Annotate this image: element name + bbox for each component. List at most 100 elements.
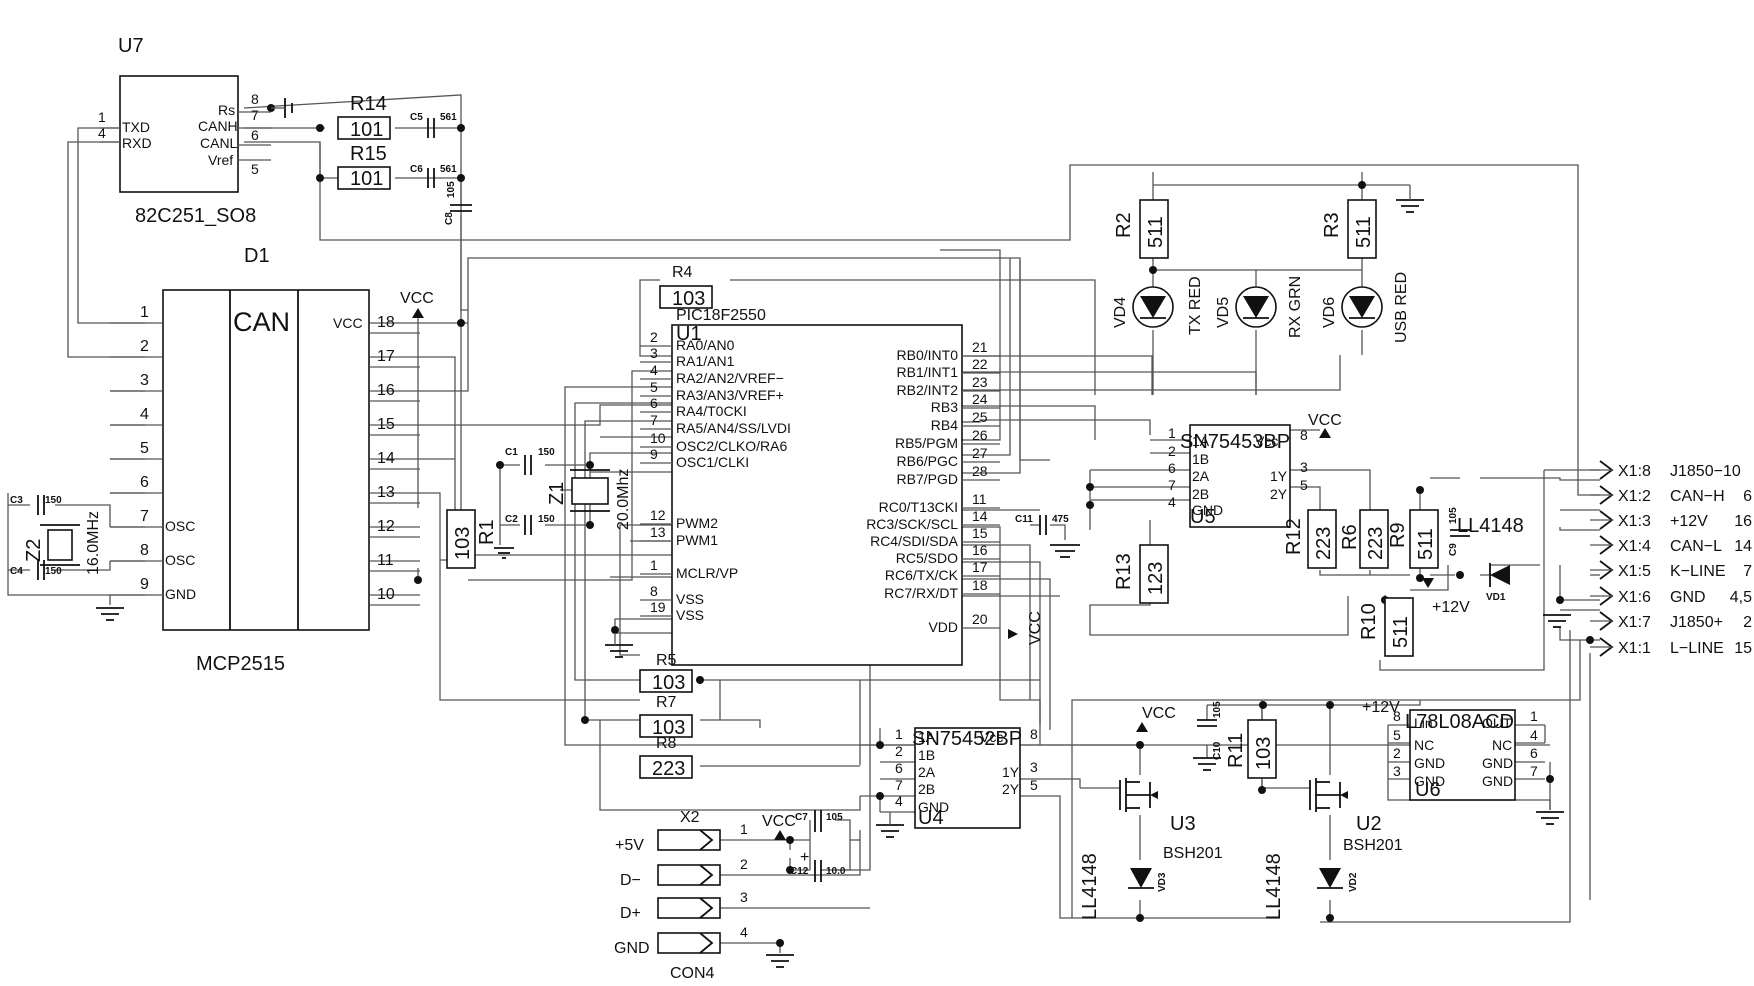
u1-pin-num: 12 (650, 507, 666, 523)
c6: C6 561 (410, 164, 457, 188)
u1-pin-name: VSS (676, 607, 704, 623)
x1-pin-name: CAN−H (1670, 488, 1725, 505)
svg-text:2Y: 2Y (1270, 486, 1288, 502)
svg-text:C6: C6 (410, 164, 423, 175)
svg-text:VD4: VD4 (1112, 297, 1129, 328)
svg-text:+5V: +5V (615, 837, 644, 854)
svg-text:103: 103 (1253, 737, 1275, 770)
svg-text:GND: GND (1482, 773, 1513, 789)
d1-ref: D1 (244, 245, 270, 267)
x1-pin-name: +12V (1670, 513, 1708, 530)
x1-pin-label: X1:3 (1618, 513, 1651, 530)
u7-transceiver: U7 82C251_SO8 Rs CANH CANL Vref TXD RXD … (98, 35, 293, 227)
u1-pin-num: 3 (650, 345, 658, 361)
svg-text:7: 7 (1530, 763, 1538, 779)
svg-text:Vcc: Vcc (980, 729, 1003, 745)
u1-pin-num: 21 (972, 339, 988, 355)
svg-text:TX RED: TX RED (1187, 276, 1204, 335)
x1-pin-label: X1:7 (1618, 614, 1651, 631)
x1-pin-name: GND (1670, 589, 1706, 606)
d1-pin-num: 10 (377, 586, 395, 603)
svg-text:5: 5 (251, 161, 259, 177)
vd2-diode: VD2 LL4148 (1263, 853, 1359, 920)
u1-pin-num: 16 (972, 542, 988, 558)
u5-part: SN75453BP (1180, 431, 1290, 453)
x1-pin-num: 7 (1743, 563, 1752, 580)
u7-pin-canh: CANH (198, 118, 238, 134)
c12: + C12 10.0 (790, 849, 846, 882)
u7-part: 82C251_SO8 (135, 205, 256, 227)
svg-text:C3: C3 (10, 495, 23, 506)
svg-text:OUT: OUT (1482, 715, 1512, 731)
svg-text:BSH201: BSH201 (1163, 845, 1223, 862)
svg-text:5: 5 (1393, 727, 1401, 743)
svg-text:2A: 2A (918, 764, 936, 780)
c11: C11 475 (1015, 514, 1080, 558)
u1-pin-name: RB5/PGM (895, 435, 958, 451)
c1: C1 150 (505, 447, 555, 475)
u1-pin-num: 8 (650, 583, 658, 599)
r1: 103 R1 (446, 509, 514, 569)
u1-pin-num: 1 (650, 557, 658, 573)
u1-pin-name: RA5/AN4/SS/LVDI (676, 420, 791, 436)
u1-pin-name: RC7/RX/DT (884, 585, 958, 601)
u1-pin-name: VDD (928, 619, 958, 635)
svg-text:RX GRN: RX GRN (1287, 276, 1304, 338)
svg-text:2A: 2A (1192, 468, 1210, 484)
u1-pin-name: RC6/TX/CK (885, 567, 959, 583)
d1-pin-num: 13 (377, 484, 395, 501)
svg-text:511: 511 (1415, 528, 1437, 560)
u1-pin-name: RA4/T0CKI (676, 403, 747, 419)
d1-pin-num: 18 (377, 314, 395, 331)
svg-text:6: 6 (251, 127, 259, 143)
x2-pin-num: 3 (740, 889, 748, 905)
u4-part: SN75452BP (912, 728, 1022, 750)
svg-text:VCC: VCC (1308, 412, 1342, 429)
svg-text:R6: R6 (1339, 524, 1361, 550)
svg-text:223: 223 (1313, 527, 1335, 560)
svg-text:561: 561 (440, 112, 457, 123)
svg-text:X2: X2 (680, 809, 700, 826)
d1-pin-num: 17 (377, 348, 395, 365)
svg-text:GND: GND (1414, 773, 1445, 789)
svg-text:6: 6 (895, 760, 903, 776)
x2-pin-num: 1 (740, 821, 748, 837)
svg-text:C7: C7 (795, 812, 808, 823)
z2-crystal: Z2 16.0MHz (23, 511, 102, 575)
svg-text:150: 150 (45, 495, 62, 506)
u1-pin-num: 20 (972, 611, 988, 627)
d1-pin-num: 15 (377, 416, 395, 433)
svg-text:1Y: 1Y (1002, 764, 1020, 780)
r12: 223 R12 (1283, 509, 1337, 569)
r10: 511 R10 (1358, 597, 1414, 657)
d1-pin-num: 9 (140, 576, 149, 593)
svg-text:6: 6 (1530, 745, 1538, 761)
svg-text:C12: C12 (790, 866, 809, 877)
svg-text:C10: C10 (1212, 741, 1223, 760)
svg-text:123: 123 (1145, 562, 1167, 595)
svg-text:Lin: Lin (1414, 715, 1433, 731)
u1-pin-name: RC4/SDI/SDA (870, 533, 959, 549)
svg-text:C5: C5 (410, 112, 423, 123)
x1-pin-name: L−LINE (1670, 640, 1724, 657)
x1-pin-name: J1850+ (1670, 614, 1723, 631)
svg-text:OSC: OSC (165, 518, 195, 534)
svg-text:105: 105 (1212, 701, 1223, 718)
svg-text:6: 6 (1168, 460, 1176, 476)
r6: 223 R6 (1339, 509, 1389, 569)
d1-pin-num: 8 (140, 542, 149, 559)
svg-text:101: 101 (350, 119, 383, 141)
u7-pin-rxd: RXD (122, 135, 152, 151)
u1-pin-name: PWM2 (676, 515, 718, 531)
svg-text:511: 511 (1353, 216, 1375, 248)
u1-pin-name: RA2/AN2/VREF− (676, 370, 784, 386)
u7-pin-rs: Rs (218, 102, 235, 118)
svg-text:1A: 1A (918, 729, 936, 745)
svg-text:150: 150 (45, 566, 62, 577)
svg-text:105: 105 (1448, 507, 1459, 524)
svg-text:223: 223 (1365, 527, 1387, 560)
u1-pin-name: OSC1/CLKI (676, 454, 749, 470)
c5: C5 561 (410, 112, 457, 138)
